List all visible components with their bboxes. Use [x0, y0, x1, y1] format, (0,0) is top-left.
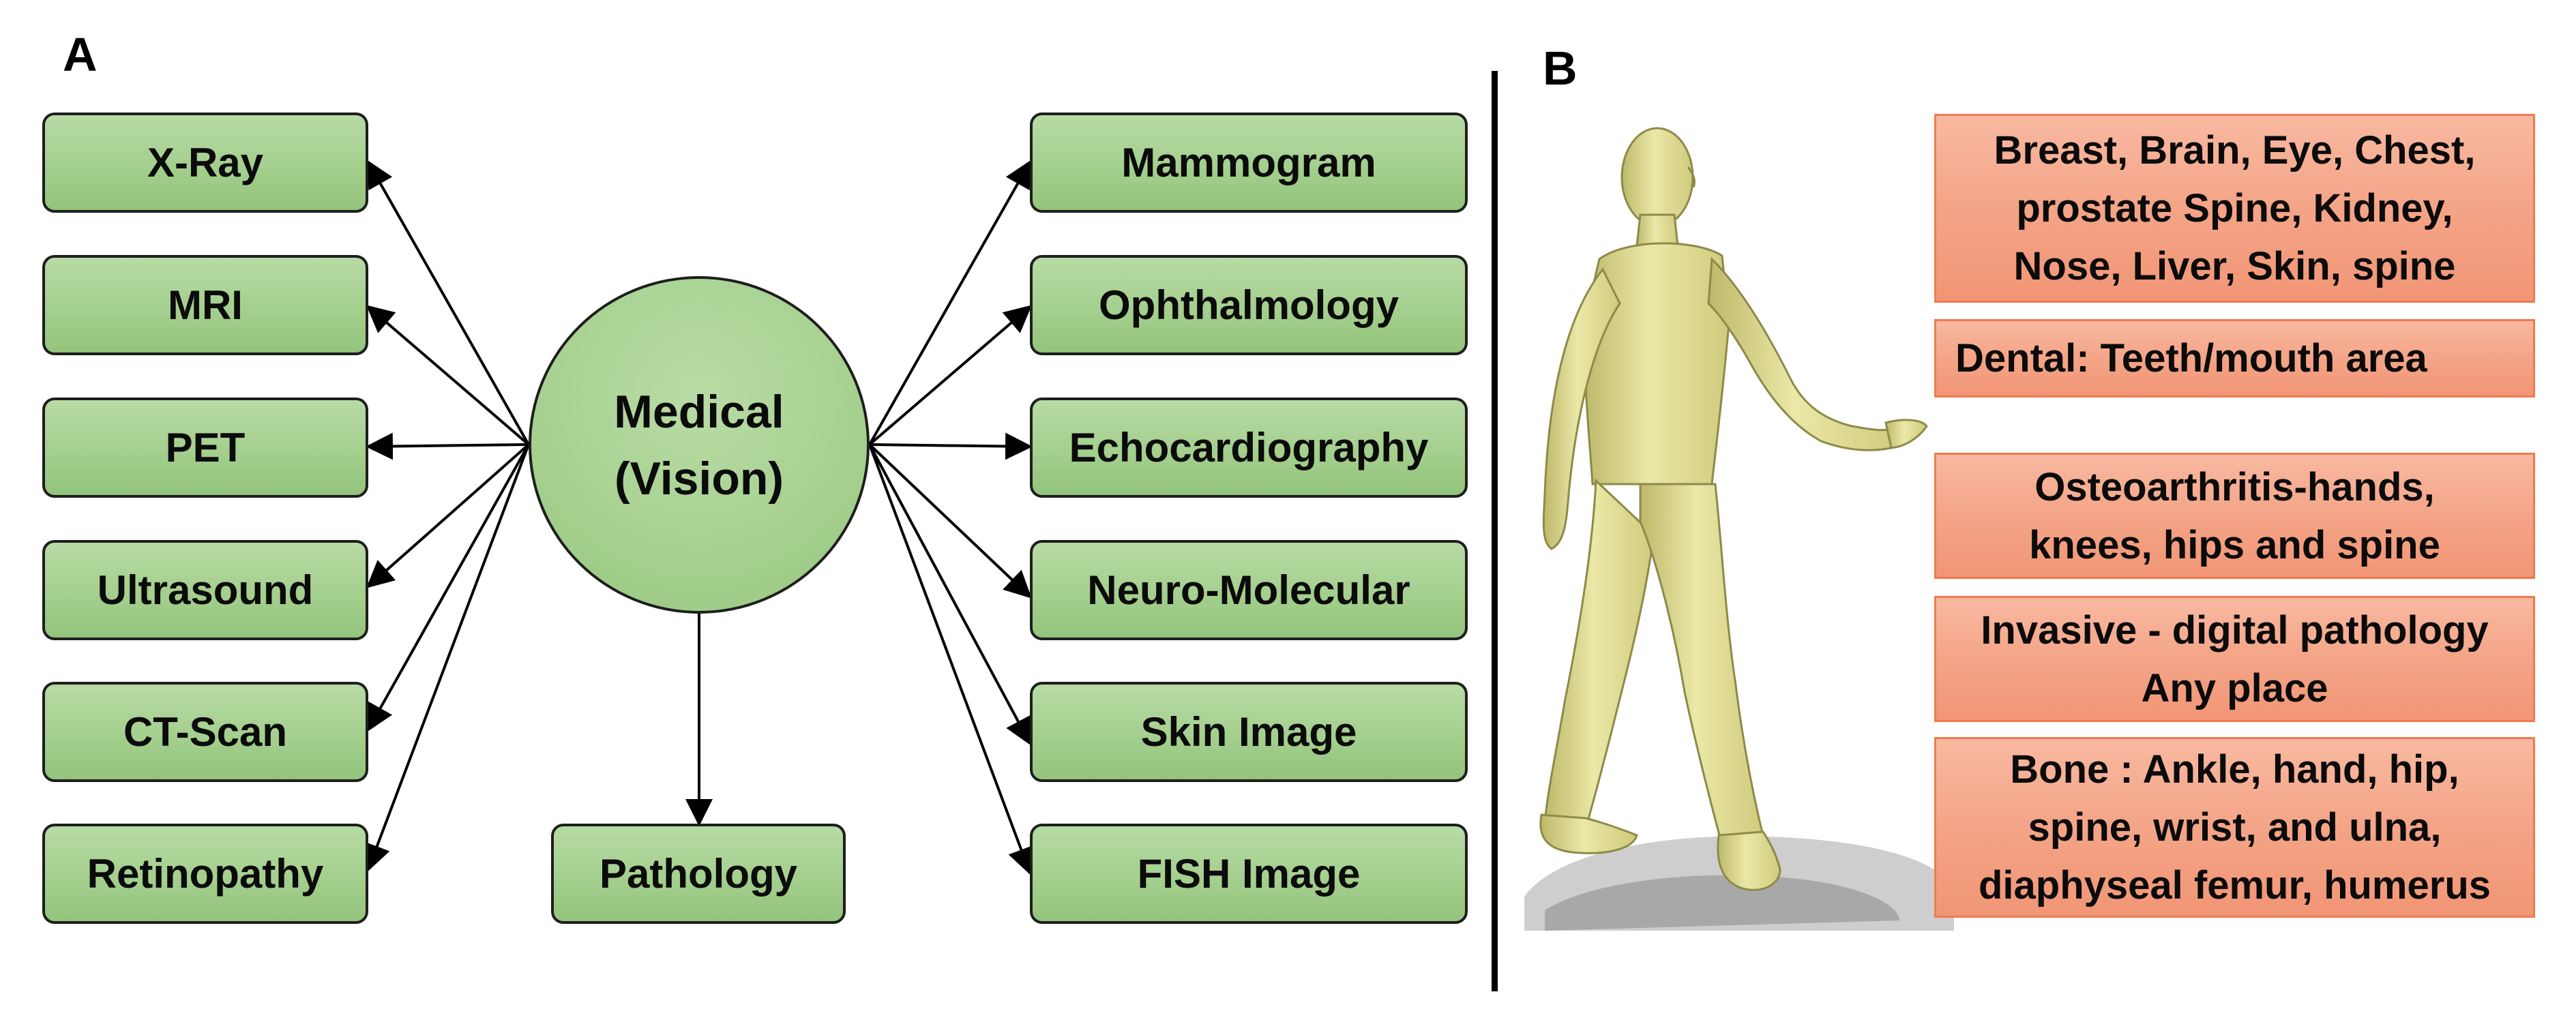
- node-label: PET: [165, 425, 246, 470]
- node-skin-image: Skin Image: [1030, 682, 1468, 782]
- arrow-to-fish-image: [868, 444, 1035, 875]
- node-label: Pathology: [599, 851, 797, 897]
- arrow-to-retinopathy: [364, 444, 530, 872]
- center-node-label: Medical (Vision): [614, 385, 784, 505]
- arrow-to-pet: [366, 432, 529, 460]
- walking-man-illustration: [1524, 127, 1954, 931]
- arrow-to-echocardiography: [869, 432, 1033, 460]
- node-ct-scan: CT-Scan: [42, 682, 368, 782]
- node-label: Ophthalmology: [1099, 282, 1399, 328]
- node-x-ray: X-Ray: [42, 112, 368, 213]
- arrow-to-mri: [366, 305, 530, 446]
- node-label: Neuro-Molecular: [1087, 567, 1410, 613]
- arrow-to-mammogram: [868, 160, 1031, 445]
- node-label: FISH Image: [1137, 851, 1361, 897]
- region-box-organs: Breast, Brain, Eye, Chest, prostate Spin…: [1934, 114, 2535, 303]
- node-label: Mammogram: [1121, 140, 1376, 185]
- panel-divider: [1492, 71, 1498, 991]
- region-box-dental: Dental: Teeth/mouth area: [1934, 319, 2535, 397]
- node-echocardiography: Echocardiography: [1030, 397, 1468, 498]
- node-retinopathy: Retinopathy: [42, 824, 368, 924]
- node-label: MRI: [168, 282, 243, 328]
- node-neuro-molecular: Neuro-Molecular: [1030, 540, 1468, 640]
- node-mri: MRI: [42, 255, 368, 355]
- node-label: Ultrasound: [97, 567, 314, 613]
- panel-b-label: B: [1543, 42, 1578, 95]
- node-ophthalmology: Ophthalmology: [1030, 255, 1468, 355]
- arrow-to-ophthalmology: [868, 305, 1033, 446]
- arrow-to-skin-image: [868, 444, 1031, 746]
- region-box-digital-pathology: Invasive - digital pathology Any place: [1934, 596, 2535, 722]
- node-label: Echocardiography: [1069, 425, 1429, 470]
- node-pet: PET: [42, 397, 368, 498]
- region-box-bone: Bone : Ankle, hand, hip, spine, wrist, a…: [1934, 737, 2535, 918]
- center-node-medical-vision: Medical (Vision): [529, 276, 870, 614]
- region-box-osteoarthritis: Osteoarthritis-hands, knees, hips and sp…: [1934, 453, 2535, 579]
- node-mammogram: Mammogram: [1030, 112, 1468, 213]
- node-fish-image: FISH Image: [1030, 824, 1468, 924]
- node-label: Retinopathy: [87, 851, 324, 897]
- node-pathology: Pathology: [551, 824, 846, 924]
- node-label: Skin Image: [1140, 709, 1357, 755]
- panel-a-label: A: [63, 28, 98, 81]
- node-label: X-Ray: [147, 140, 264, 185]
- arrow-to-ultrasound: [366, 443, 530, 588]
- node-label: CT-Scan: [123, 709, 288, 755]
- node-ultrasound: Ultrasound: [42, 540, 368, 640]
- arrow-to-neuro-molecular: [868, 443, 1032, 599]
- arrow-to-x-ray: [367, 160, 530, 445]
- human-figure-image: [1518, 112, 1954, 931]
- arrow-to-ct-scan: [367, 444, 530, 732]
